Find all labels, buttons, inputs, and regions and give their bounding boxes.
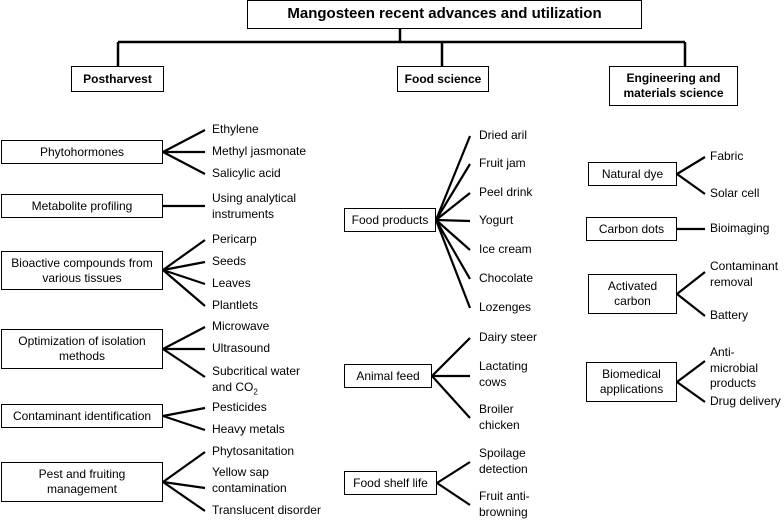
leaf-chocolate: Chocolate	[479, 271, 534, 285]
leaf-drug-delivery: Drug delivery	[710, 394, 781, 408]
group-optimization-isolation: Optimization of isolation methods	[1, 329, 163, 369]
leaf-ultrasound: Ultrasound	[212, 341, 271, 355]
diagram-title: Mangosteen recent advances and utilizati…	[247, 0, 642, 29]
leaf-ethylene: Ethylene	[212, 122, 259, 136]
heading-food-science: Food science	[397, 66, 489, 92]
leaf-solar-cell: Solar cell	[710, 186, 760, 200]
leaf-yellow-sap: Yellow sap contamination	[212, 465, 287, 495]
leaf-bioimaging: Bioimaging	[710, 221, 770, 235]
leaf-dried-aril: Dried aril	[479, 128, 528, 142]
leaf-ice-cream: Ice cream	[479, 242, 532, 256]
group-carbon-dots: Carbon dots	[586, 217, 677, 241]
leaf-analytical-instruments: Using analytical instruments	[212, 191, 297, 221]
leaf-peel-drink: Peel drink	[479, 185, 533, 199]
leaf-spoilage-detection: Spoilage detection	[479, 446, 528, 476]
leaf-broiler-chicken: Broiler chicken	[479, 402, 520, 432]
group-contaminant-identification: Contaminant identification	[1, 404, 163, 428]
leaf-microwave: Microwave	[212, 319, 270, 333]
leaf-plantlets: Plantlets	[212, 298, 259, 312]
group-biomedical-applications: Biomedical applications	[586, 362, 677, 402]
leaf-fruit-anti-browning: Fruit anti-browning	[479, 489, 530, 519]
group-phytohormones: Phytohormones	[1, 140, 163, 164]
group-bioactive-compounds: Bioactive compounds from various tissues	[1, 251, 163, 290]
group-pest-fruiting: Pest and fruiting management	[1, 462, 163, 502]
leaf-seeds: Seeds	[212, 254, 247, 268]
leaf-contaminant-removal: Contaminant removal	[710, 259, 779, 289]
leaf-pericarp: Pericarp	[212, 232, 257, 246]
heading-postharvest: Postharvest	[71, 66, 164, 92]
leaf-fruit-jam: Fruit jam	[479, 156, 526, 170]
leaf-phytosanitation: Phytosanitation	[212, 444, 295, 458]
group-food-shelf-life: Food shelf life	[344, 471, 437, 495]
leaf-pesticides: Pesticides	[212, 400, 267, 414]
leaf-yogurt: Yogurt	[479, 213, 514, 227]
group-food-products: Food products	[344, 208, 436, 232]
group-metabolite-profiling: Metabolite profiling	[1, 194, 163, 218]
leaf-lozenges: Lozenges	[479, 300, 532, 314]
leaf-lactating-cows: Lactating cows	[479, 359, 528, 389]
leaf-methyl-jasmonate: Methyl jasmonate	[212, 144, 307, 158]
leaf-fabric: Fabric	[710, 149, 744, 163]
group-activated-carbon: Activated carbon	[588, 274, 677, 314]
leaf-anti-microbial-products: Anti-microbial products	[710, 345, 759, 391]
heading-engineering: Engineering and materials science	[609, 66, 738, 106]
leaf-heavy-metals: Heavy metals	[212, 422, 285, 436]
leaf-battery: Battery	[710, 308, 749, 322]
leaf-salicylic-acid: Salicylic acid	[212, 166, 281, 180]
leaf-dairy-steer: Dairy steer	[479, 330, 538, 344]
leaf-leaves: Leaves	[212, 276, 251, 290]
group-natural-dye: Natural dye	[588, 162, 677, 186]
leaf-translucent-disorder: Translucent disorder	[212, 503, 321, 517]
leaf-subcritical-text: Subcritical water and CO2	[212, 364, 301, 396]
leaf-subcritical-water-co2: Subcritical water and CO2	[212, 364, 322, 397]
group-animal-feed: Animal feed	[344, 364, 432, 388]
